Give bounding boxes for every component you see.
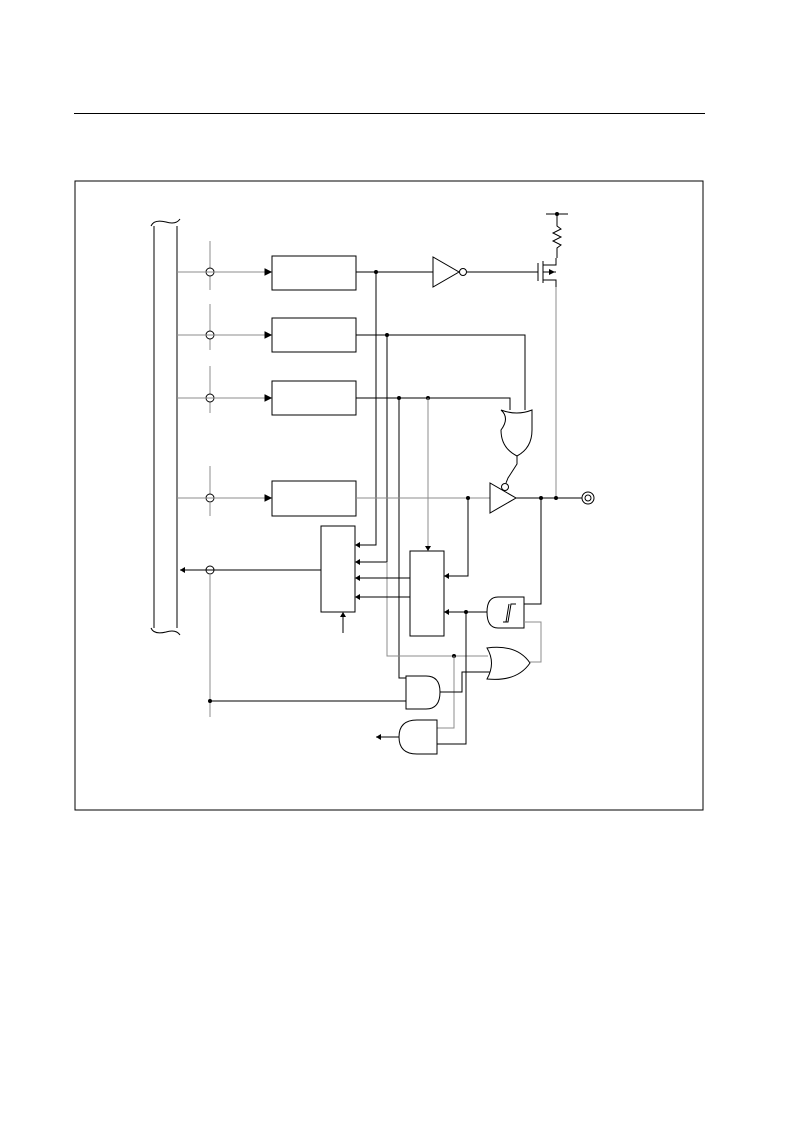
output-buffer <box>489 482 582 514</box>
figure-frame <box>74 180 704 811</box>
pmos-transistor <box>537 258 557 287</box>
read-mux <box>320 525 356 613</box>
latch-2 <box>271 317 357 353</box>
header-rule <box>74 113 705 114</box>
output-inverter <box>432 256 538 288</box>
latch-4 <box>271 480 357 517</box>
latch-3 <box>271 380 357 416</box>
mux-wires <box>180 567 410 633</box>
latch4-output-wires <box>356 496 490 579</box>
latch1-output-wires <box>355 270 433 548</box>
latch-1 <box>271 255 357 291</box>
and-gate-mid <box>208 675 441 710</box>
pin-feedback-wires <box>524 498 542 605</box>
pullup-resistor <box>546 212 568 258</box>
or-gate-top <box>500 409 533 491</box>
or-gate-lower <box>437 646 531 729</box>
internal-bus <box>150 218 181 636</box>
edge-latch <box>409 550 445 637</box>
and-gate-bottom <box>376 719 438 755</box>
io-pin <box>581 491 595 505</box>
schmitt-and-gate <box>437 596 542 745</box>
bus-to-latch-wires <box>177 268 273 502</box>
